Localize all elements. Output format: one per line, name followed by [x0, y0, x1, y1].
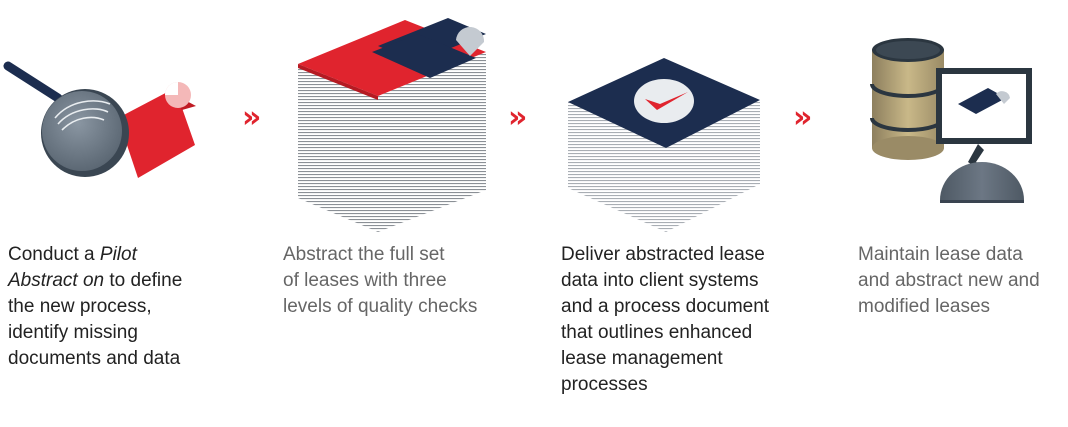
step-4-caption: Maintain lease data and abstract new and… [858, 242, 1068, 320]
arrow-3-icon: » [793, 100, 812, 135]
step-4-line-2: and abstract new and [858, 270, 1040, 291]
step-1-line-1: Conduct a Pilot [8, 244, 137, 265]
step-1-caption: Conduct a Pilot Abstract on to define th… [8, 242, 238, 372]
step-4-line-3: modified leases [858, 296, 991, 317]
step-3-line-1: Deliver abstracted lease [561, 244, 765, 265]
arrow-1-icon: » [242, 100, 261, 135]
paper-stack-icon [298, 18, 486, 232]
step-4-line-1: Maintain lease data [858, 244, 1023, 265]
step-2-line-1: Abstract the full set [283, 244, 445, 265]
checked-stack-icon [568, 58, 760, 232]
process-illustrations: » » » [3, 18, 1032, 232]
arrow-2-icon: » [508, 100, 527, 135]
step-1-line-2: Abstract on to define [8, 270, 183, 291]
step-3-line-3: and a process document [561, 296, 770, 317]
step-3-line-2: data into client systems [561, 270, 759, 291]
step-3-caption: Deliver abstracted lease data into clien… [561, 242, 811, 398]
magnifying-glass-icon [3, 61, 196, 178]
step-3-line-6: processes [561, 374, 648, 395]
step-1-line-5: documents and data [8, 348, 181, 369]
step-3-line-4: that outlines enhanced [561, 322, 753, 343]
step-2-line-3: levels of quality checks [283, 296, 478, 317]
step-2-caption: Abstract the full set of leases with thr… [283, 242, 523, 320]
step-2-line-2: of leases with three [283, 270, 447, 291]
step-1-line-4: identify missing [8, 322, 138, 343]
step-1-line-3: the new process, [8, 296, 152, 317]
step-3-line-5: lease management [561, 348, 723, 369]
database-monitor-icon [870, 38, 1032, 203]
